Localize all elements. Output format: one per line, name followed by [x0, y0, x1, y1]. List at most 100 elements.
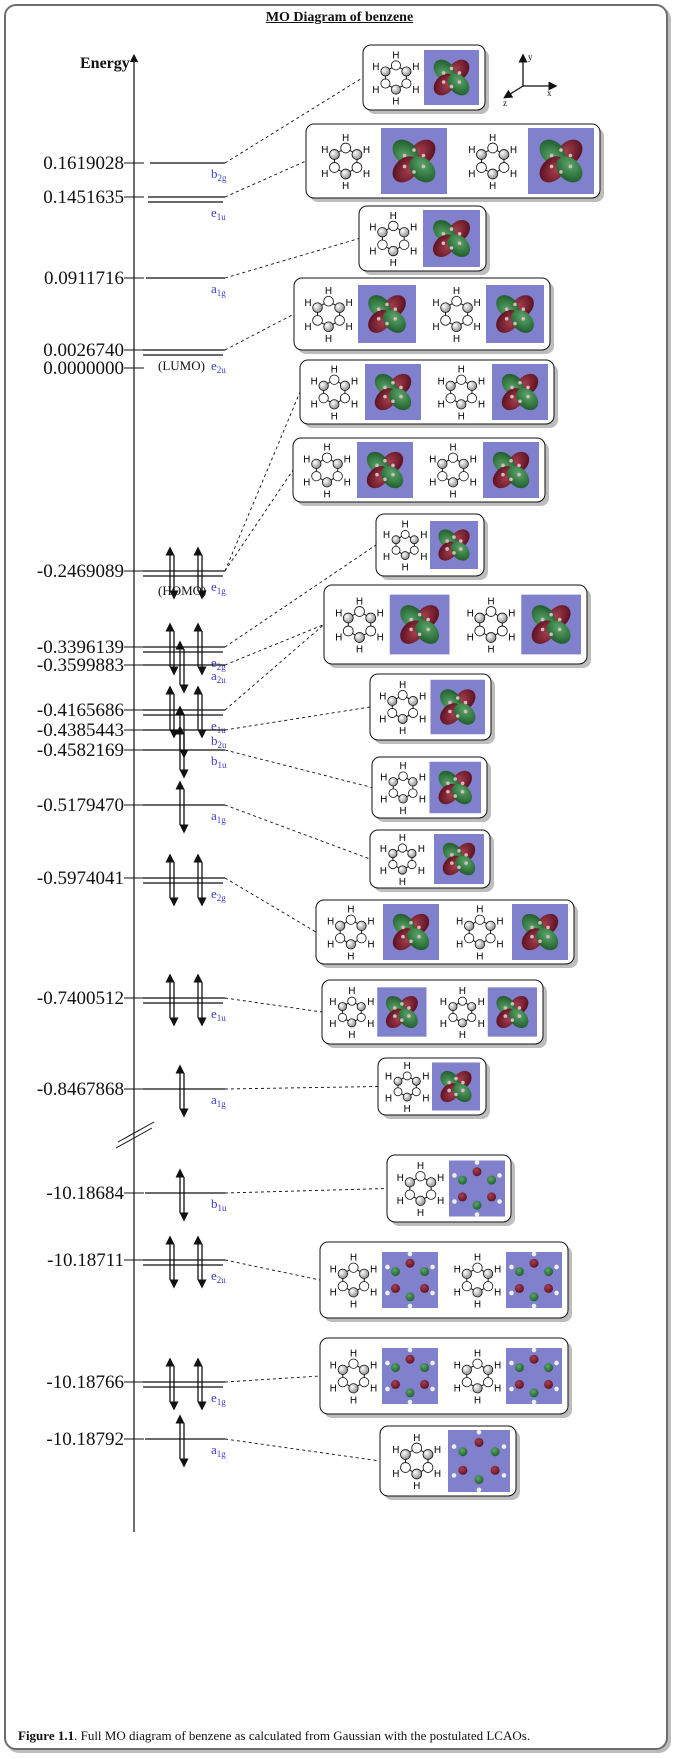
atomic-orbital-lobe: [461, 1268, 472, 1279]
atomic-orbital-lobe: [311, 471, 322, 482]
atomic-orbital-lobe: [411, 1442, 423, 1454]
hydrogen-label: H: [399, 761, 407, 772]
atomic-orbital-lobe: [340, 142, 352, 154]
energy-tick-label: -0.8467868: [37, 1079, 124, 1100]
atom-marker: [454, 1076, 458, 1081]
hydrogen-label: H: [343, 478, 351, 489]
atom-marker: [401, 934, 405, 939]
hydrogen-label: H: [413, 1481, 421, 1492]
mo-connector-dashed-line: [224, 1086, 379, 1090]
hydrogen-atom: [554, 1386, 559, 1392]
hydrogen-label: H: [412, 62, 420, 73]
connector-lines: [224, 77, 388, 1462]
atomic-orbital-lobe: [437, 458, 448, 469]
hydrogen-label: H: [383, 530, 391, 541]
hydrogen-label: H: [348, 1030, 356, 1041]
carbon-atom-coefficient: [514, 1283, 524, 1293]
orbital-lobe: [516, 388, 539, 411]
orbital-box-frame: [305, 123, 601, 199]
atomic-orbital-lobe: [335, 920, 346, 931]
atom-marker: [452, 551, 456, 555]
atomic-orbital-lobe: [466, 380, 478, 391]
carbon-atom-coefficient: [474, 1475, 484, 1485]
hydrogen-label: H: [390, 211, 398, 222]
hydrogen-label: H: [401, 563, 409, 574]
atom-marker: [526, 385, 530, 390]
atomic-orbital-lobe: [411, 1468, 423, 1480]
hydrogen-label: H: [335, 609, 343, 620]
symmetry-subscript: 1u: [218, 1203, 228, 1213]
hydrogen-label: H: [399, 806, 407, 817]
hydrogen-label: H: [473, 298, 481, 309]
atomic-orbital-lobe: [401, 66, 412, 77]
atomic-orbital-lobe: [485, 632, 497, 643]
atomic-orbital-lobe: [474, 914, 485, 925]
carbon-atom-coefficient: [405, 1354, 415, 1364]
hydrogen-label: H: [377, 609, 385, 620]
atom-marker: [375, 472, 379, 477]
hydrogen-label: H: [419, 692, 427, 703]
atomic-orbital-lobe: [387, 708, 398, 718]
hydrogen-label: H: [453, 334, 461, 345]
energy-tick-label: -0.7400512: [37, 988, 124, 1009]
symmetry-subscript: 2u: [217, 675, 227, 685]
atomic-orbital-lobe: [466, 393, 478, 404]
carbon-atom-coefficient: [529, 1354, 539, 1364]
hydrogen-label: H: [429, 454, 437, 465]
x-axis-label: x: [547, 88, 552, 98]
hydrogen-label: H: [403, 1061, 411, 1072]
energy-tick-label: 0.0000000: [43, 358, 124, 379]
atomic-orbital-lobe: [365, 625, 377, 637]
z-axis-label: z: [503, 98, 507, 108]
atomic-orbital-lobe: [445, 393, 456, 404]
atomic-orbital-lobe: [461, 1281, 472, 1292]
carbon-atom-coefficient: [390, 1267, 400, 1277]
hydrogen-atom: [501, 1444, 507, 1449]
atom-marker: [407, 1006, 411, 1010]
hydrogen-atom: [554, 1264, 559, 1270]
hydrogen-atom: [407, 1347, 413, 1353]
hydrogen-label: H: [489, 133, 497, 144]
carbon-atom-coefficient: [390, 1379, 400, 1389]
atom-marker: [449, 227, 454, 231]
atomic-orbital-lobe: [391, 545, 401, 555]
hydrogen-label: H: [474, 1395, 482, 1406]
orbital-lobe: [451, 783, 472, 805]
hydrogen-label: H: [327, 940, 335, 951]
atomic-orbital-lobe: [451, 295, 462, 307]
hydrogen-label: H: [468, 169, 476, 180]
atomic-orbital-lobe: [329, 374, 340, 385]
hydrogen-label: H: [413, 1433, 421, 1444]
carbon-atom-coefficient: [420, 1363, 430, 1373]
atomic-orbital-lobe: [496, 625, 508, 637]
hydrogen-label: H: [351, 400, 359, 411]
atom-marker: [538, 939, 542, 944]
hydrogen-label: H: [356, 645, 364, 656]
hydrogen-label: H: [304, 322, 312, 333]
atom-marker: [557, 627, 562, 632]
hydrogen-label: H: [459, 986, 467, 997]
atom-marker: [518, 380, 522, 385]
atomic-orbital-lobe: [404, 1177, 415, 1188]
atomic-orbital-lobe: [345, 939, 356, 950]
hydrogen-label: H: [399, 726, 407, 737]
atom-marker: [521, 316, 526, 321]
symmetry-label: e1u: [211, 1006, 226, 1023]
atomic-orbital-lobe: [474, 612, 486, 624]
hydrogen-label: H: [372, 62, 380, 73]
hydrogen-label: H: [478, 376, 486, 387]
atom-marker: [446, 789, 450, 794]
hydrogen-label: H: [449, 443, 457, 454]
atomic-orbital-lobe: [329, 399, 340, 410]
orbital-lobe: [389, 388, 412, 411]
hydrogen-label: H: [347, 905, 355, 916]
symmetry-subscript: 1u: [217, 212, 227, 222]
hydrogen-label: H: [329, 1019, 337, 1030]
atomic-orbital-lobe: [377, 227, 388, 238]
hydrogen-label: H: [330, 1384, 338, 1395]
hydrogen-label: H: [419, 795, 427, 806]
